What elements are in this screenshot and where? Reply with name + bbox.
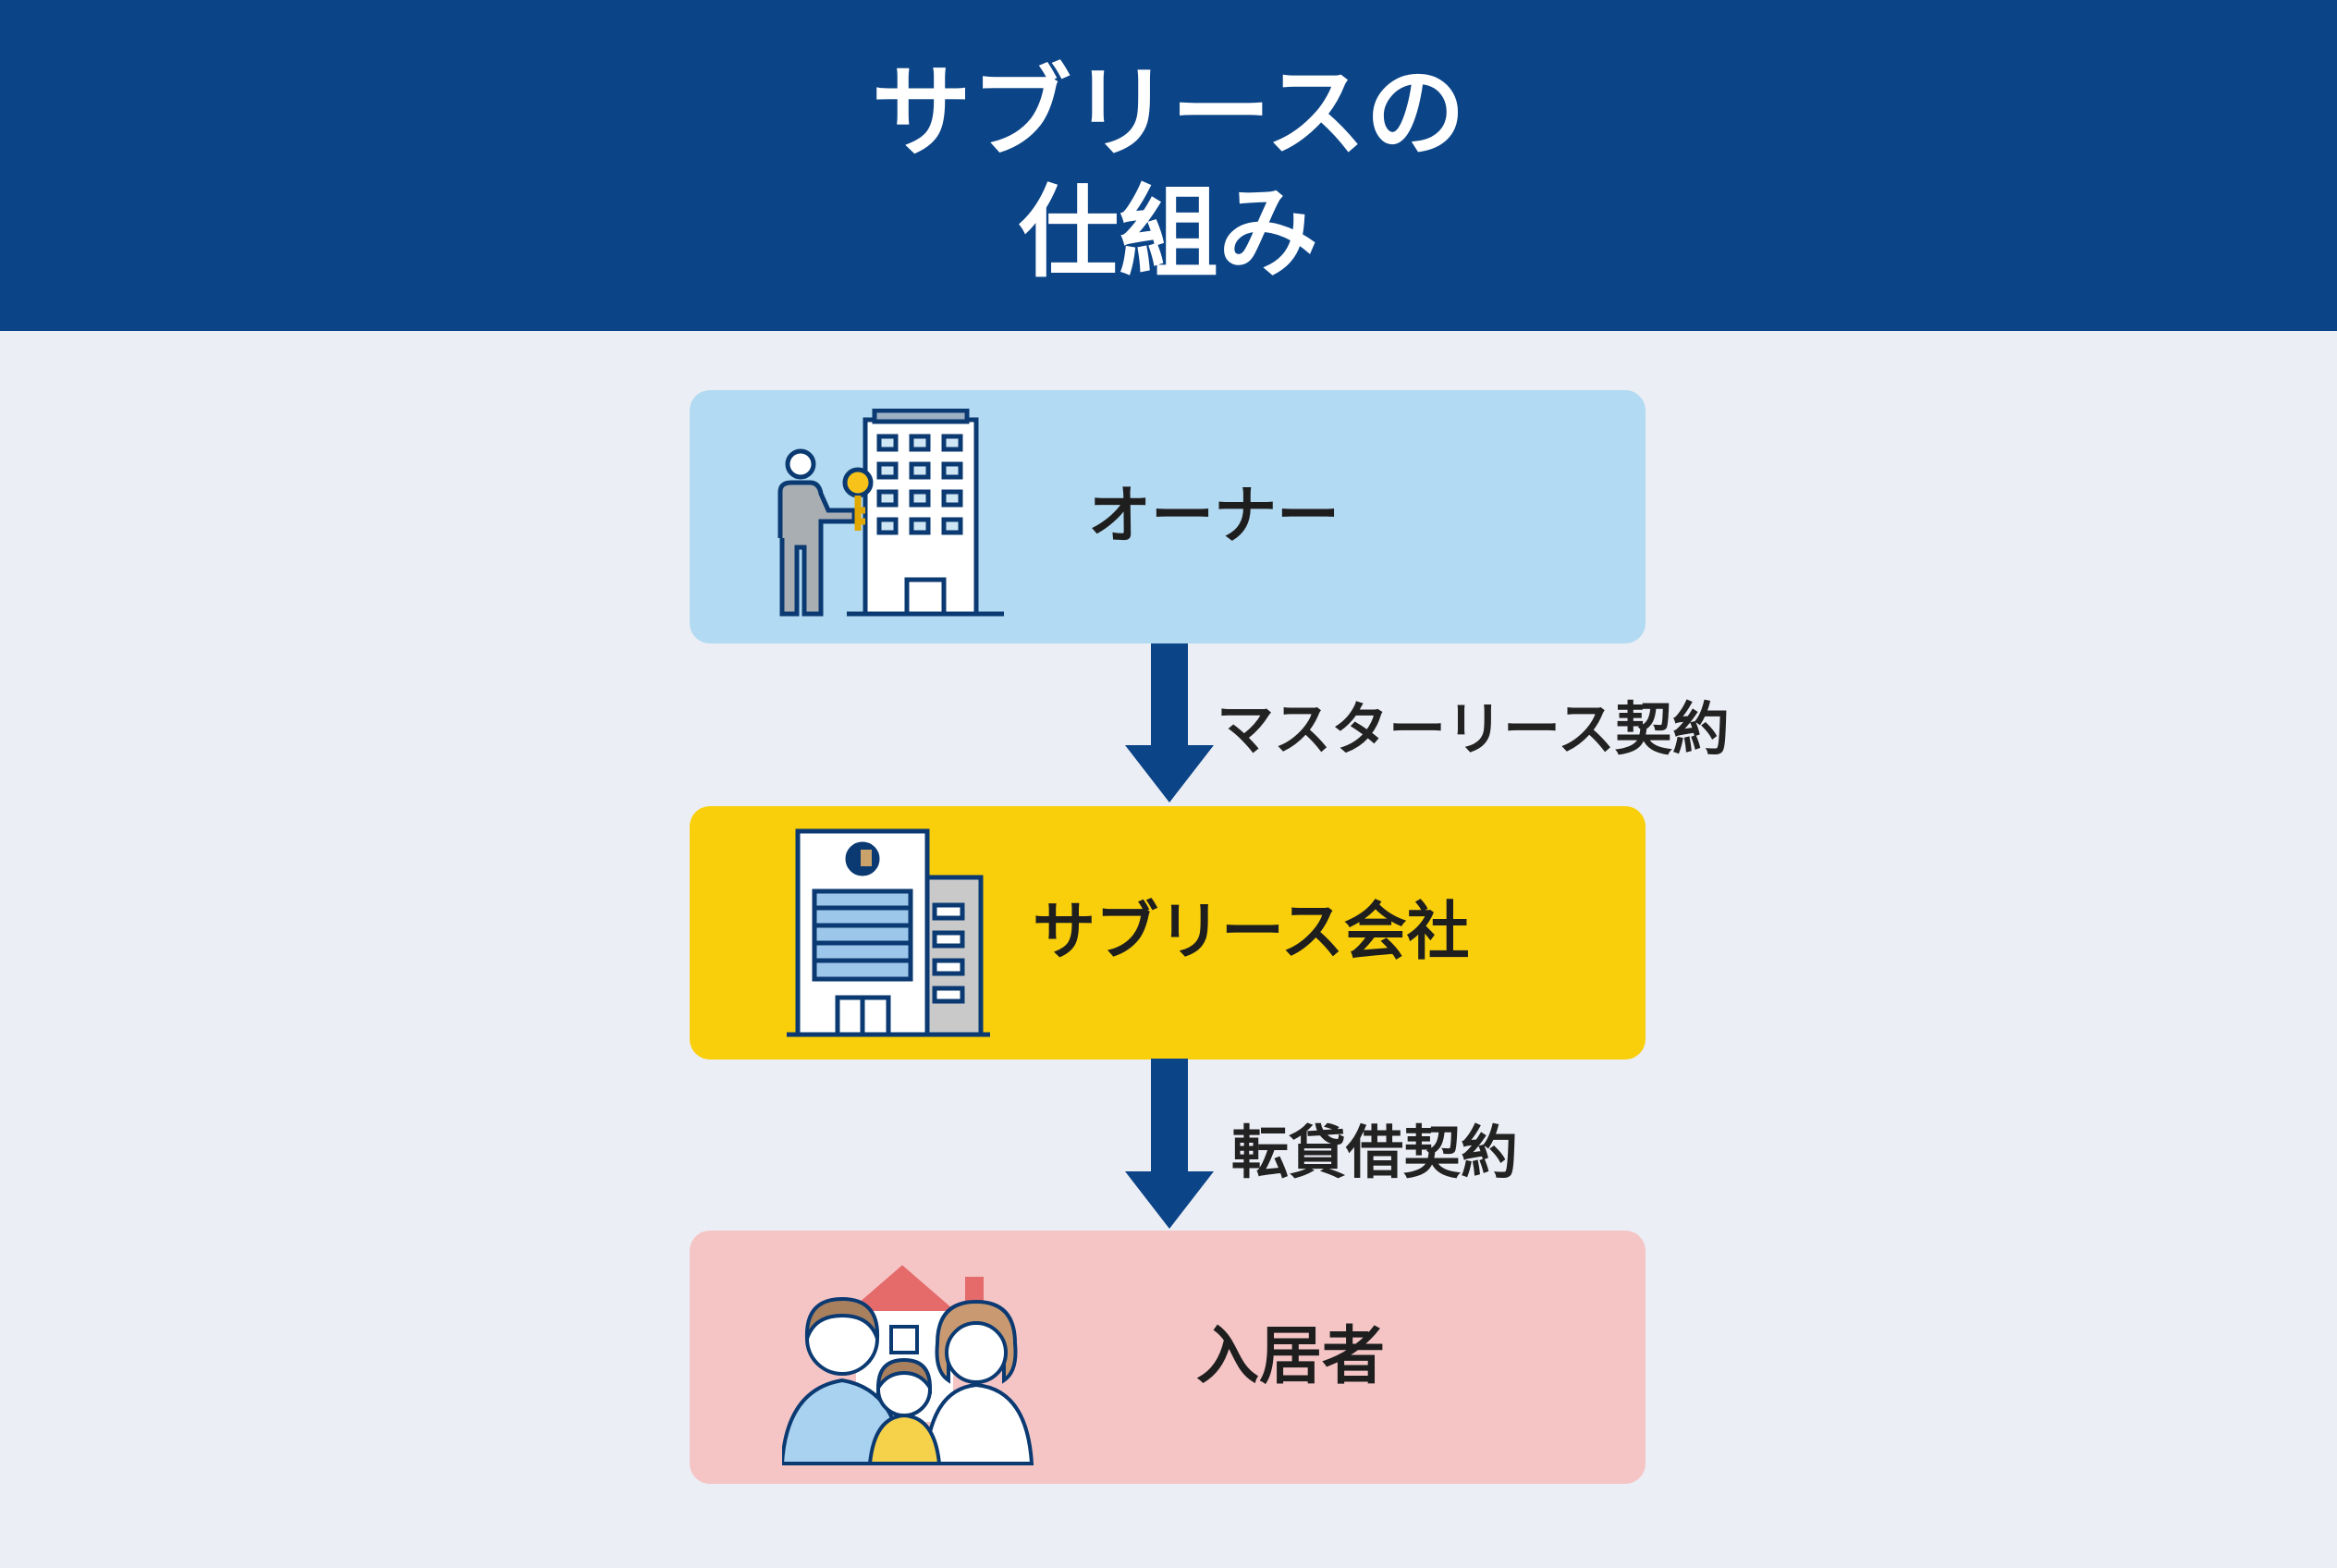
owner-with-key-and-building-icon — [777, 409, 1004, 617]
family-with-house-icon — [782, 1265, 1034, 1465]
owner-label: オーナー — [1088, 480, 1340, 553]
tenant-label: 入居者 — [1196, 1320, 1386, 1393]
tenant-box: 入居者 — [690, 1231, 1646, 1484]
arrow-down-icon — [1125, 1059, 1214, 1229]
title-line-2: 仕組み — [1018, 176, 1318, 291]
arrow-down-icon — [1125, 643, 1214, 802]
sublease-company-label: サブリース会社 — [1033, 896, 1470, 969]
header-banner: サブリースの 仕組み — [0, 0, 2337, 331]
owner-box: オーナー — [690, 390, 1646, 643]
sublease-company-box: サブリース会社 — [690, 806, 1646, 1060]
sublease-contract-label: 転貸借契約 — [1231, 1119, 1519, 1186]
master-lease-contract-label: マスターリース契約 — [1217, 695, 1730, 763]
office-building-icon — [787, 828, 990, 1037]
title-line-1: サブリースの — [871, 55, 1466, 171]
